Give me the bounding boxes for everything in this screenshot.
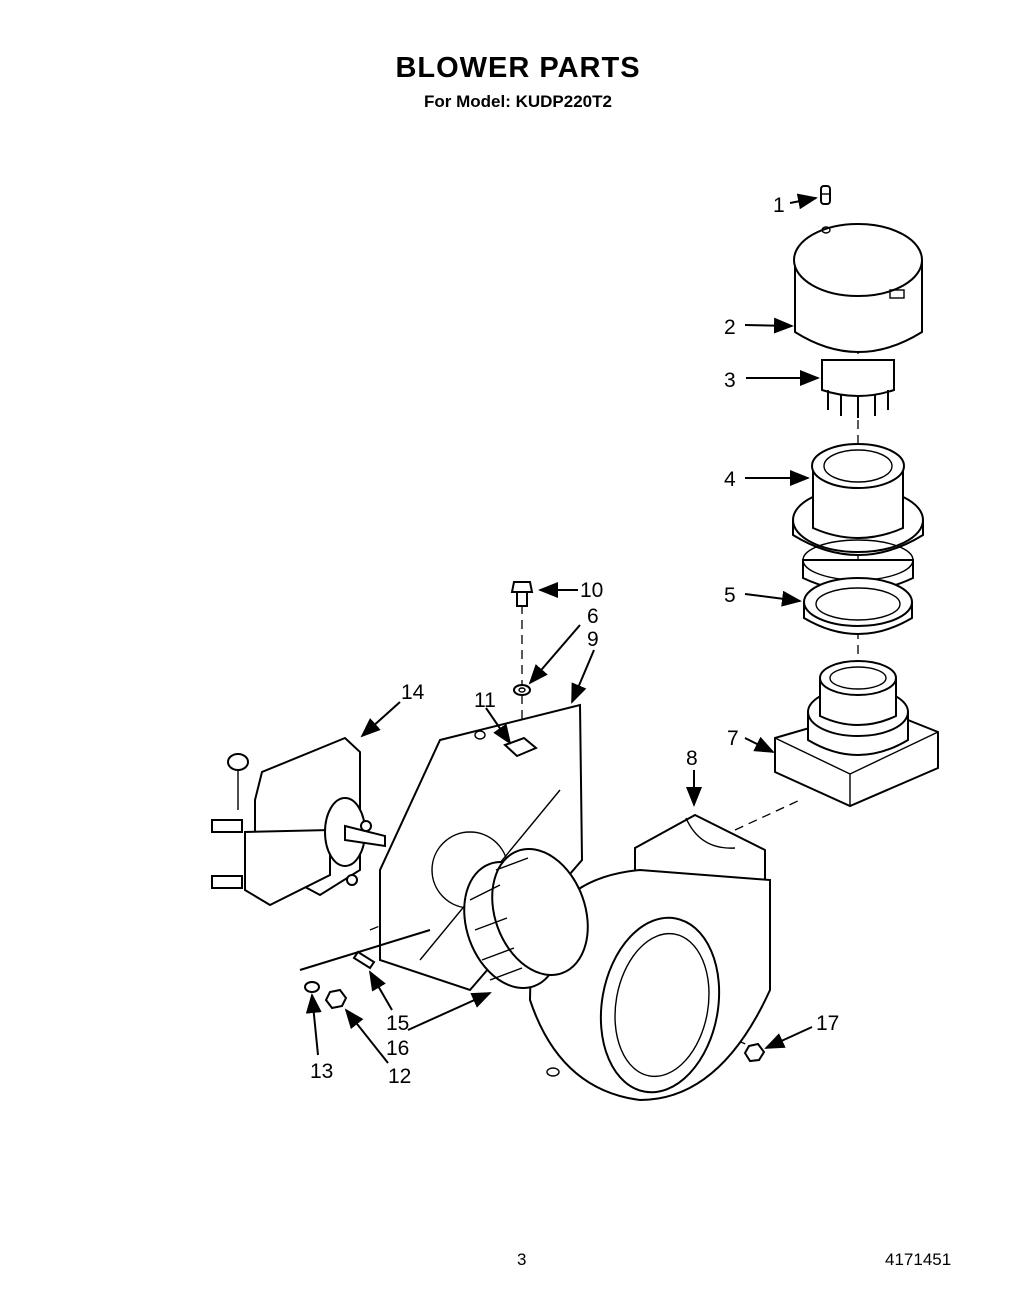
part-2-cap — [793, 223, 923, 353]
callout-6: 6 — [587, 605, 599, 628]
callout-14: 14 — [401, 681, 425, 704]
page-title: BLOWER PARTS — [395, 52, 641, 84]
callout-8: 8 — [686, 747, 698, 770]
part-12-nut — [324, 988, 348, 1010]
part-7-housing-base — [774, 660, 939, 808]
callout-9: 9 — [587, 628, 599, 651]
part-4-collar — [792, 443, 924, 592]
callout-16: 16 — [386, 1037, 409, 1060]
part-10-screw — [510, 581, 534, 607]
callout-10: 10 — [580, 579, 603, 602]
page-number: 3 — [517, 1250, 527, 1269]
callout-15: 15 — [386, 1012, 409, 1035]
callout-12: 12 — [388, 1065, 411, 1088]
callout-2: 2 — [724, 316, 736, 339]
part-3-spray-stem — [821, 359, 895, 418]
part-15-bolt — [299, 929, 431, 971]
part-8-duct-and-blower-housing — [528, 813, 771, 1102]
part-6-washer — [513, 684, 531, 696]
callout-1: 1 — [773, 194, 785, 217]
model-subtitle: For Model: KUDP220T2 — [424, 92, 612, 111]
leader-lines — [305, 193, 820, 1064]
callout-11: 11 — [474, 689, 496, 712]
callout-17: 17 — [816, 1012, 839, 1035]
callout-4: 4 — [724, 468, 736, 491]
callout-3: 3 — [724, 369, 736, 392]
document-number: 4171451 — [885, 1250, 952, 1269]
part-1-screw — [820, 185, 831, 205]
part-16-fan-wheel — [463, 848, 589, 989]
part-13-washer — [304, 981, 320, 993]
callout-5: 5 — [724, 584, 736, 607]
part-11-clip — [503, 736, 538, 758]
part-14-motor — [211, 736, 386, 907]
part-17-nut — [743, 1042, 766, 1063]
callout-7: 7 — [727, 727, 739, 750]
callout-13: 13 — [310, 1060, 333, 1083]
part-5-seal-ring — [803, 577, 913, 635]
assembly-line-duct — [734, 799, 801, 831]
